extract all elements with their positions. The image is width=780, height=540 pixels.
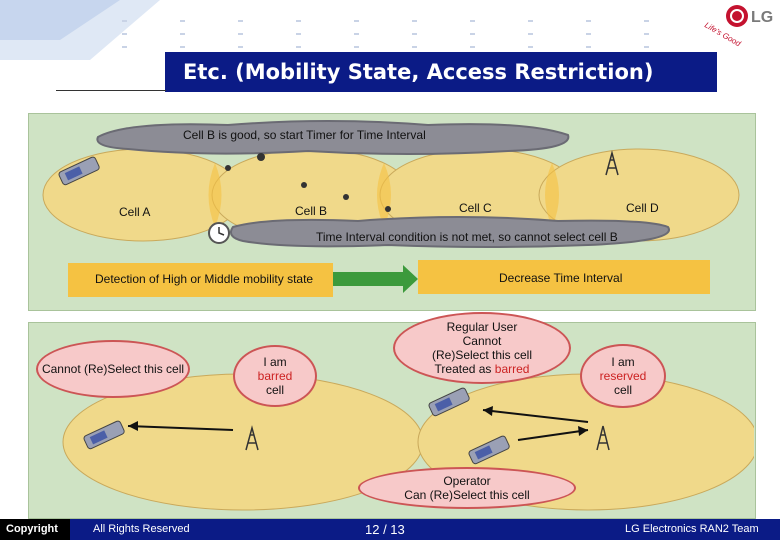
cell-b-label: Cell B: [295, 204, 328, 218]
decrease-box: [418, 260, 710, 294]
footer-copyright-box: Copyright: [0, 519, 70, 540]
detection-box: [68, 263, 333, 297]
bubble-cannot-reselect: Cannot (Re)Select this cell: [36, 340, 190, 398]
regular-line-3: (Re)Select this cell: [431, 348, 533, 362]
footer: All Rights Reserved 12 / 13 LG Electroni…: [0, 519, 780, 540]
logo-brand: LG: [751, 9, 773, 26]
phone-icon: [83, 420, 125, 450]
cloud-top: [96, 120, 570, 155]
cloud-top-text: Cell B is good, so start Timer for Time …: [183, 128, 426, 142]
arrow-regular: [482, 409, 589, 423]
operator-line-2: Can (Re)Select this cell: [404, 488, 530, 502]
arrow-left: [127, 425, 234, 431]
cell-c-label: Cell C: [459, 201, 492, 215]
page-title: Etc. (Mobility State, Access Restriction…: [165, 52, 717, 92]
footer-page-number: 12 / 13: [365, 522, 405, 537]
regular-line-1: Regular User: [446, 320, 518, 334]
bubble-regular-user: Regular User Cannot (Re)Select this cell…: [393, 312, 571, 384]
reserved-line-2: reserved: [599, 369, 647, 383]
phone-icon: [428, 387, 470, 417]
title-underline: [56, 90, 166, 91]
regular-line-4: Treated as barred: [434, 362, 530, 376]
decrease-text: Decrease Time Interval: [499, 271, 623, 285]
bubble-reserved-cell: I am reserved cell: [580, 344, 666, 408]
antenna-icon: [605, 150, 619, 176]
lg-logo: LG Life's Good: [703, 5, 773, 49]
barred-line-3: cell: [265, 383, 284, 397]
reserved-line-1: I am: [611, 355, 635, 369]
bubble-operator: Operator Can (Re)Select this cell: [358, 467, 576, 509]
operator-line-1: Operator: [443, 474, 491, 488]
antenna-icon: [245, 425, 259, 451]
cell-d-label: Cell D: [626, 201, 659, 215]
header-decoration: [0, 0, 649, 60]
cloud-bottom-text: Time Interval condition is not met, so c…: [316, 230, 618, 244]
phone-icon: [468, 435, 510, 465]
regular-line-2: Cannot: [462, 334, 502, 348]
bubble-barred-cell: I am barred cell: [233, 345, 317, 407]
cell-a-label: Cell A: [119, 205, 151, 219]
barred-line-1: I am: [263, 355, 287, 369]
arrow-operator: [517, 429, 589, 441]
phone-icon: [58, 156, 100, 186]
barred-line-2: barred: [257, 369, 293, 383]
antenna-icon: [596, 425, 610, 451]
detection-text: Detection of High or Middle mobility sta…: [95, 272, 314, 286]
arrow-icon: [333, 265, 418, 293]
footer-rights: All Rights Reserved: [93, 523, 190, 535]
footer-copyright: Copyright: [6, 523, 58, 535]
cloud-bottom: [230, 216, 670, 248]
reserved-line-3: cell: [613, 383, 632, 397]
mobility-diagram: [42, 120, 740, 297]
clock-icon: [208, 222, 230, 244]
footer-team: LG Electronics RAN2 Team: [625, 523, 759, 535]
